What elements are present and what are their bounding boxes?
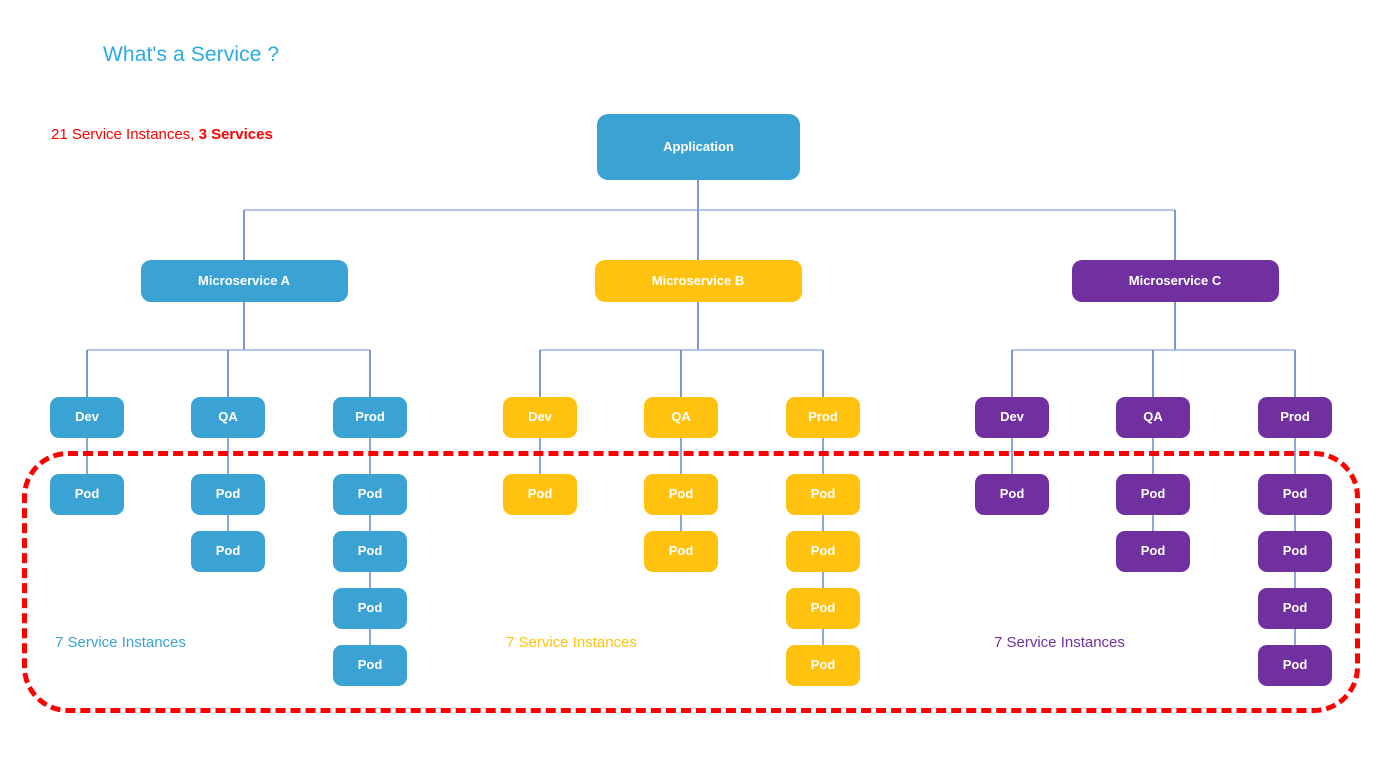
node-pod-a-prod-2[interactable]: Pod (333, 531, 407, 572)
node-pod-a-prod-1[interactable]: Pod (333, 474, 407, 515)
node-pod-a-prod-3-label: Pod (357, 600, 383, 616)
node-env-a-qa[interactable]: QA (191, 397, 265, 438)
node-application[interactable]: Application (597, 114, 800, 180)
summary-caption: 21 Service Instances, 3 Services (51, 126, 273, 143)
node-pod-a-qa-1-label: Pod (215, 486, 241, 502)
node-microservice-b[interactable]: Microservice B (594, 260, 802, 302)
node-pod-c-prod-3-label: Pod (1282, 600, 1308, 616)
node-pod-a-qa-1[interactable]: Pod (191, 474, 265, 515)
node-pod-b-qa-1[interactable]: Pod (644, 474, 718, 515)
node-pod-a-qa-2[interactable]: Pod (191, 531, 265, 572)
node-pod-c-qa-2[interactable]: Pod (1116, 531, 1190, 572)
node-pod-b-prod-2[interactable]: Pod (786, 531, 860, 572)
node-env-b-qa[interactable]: QA (644, 397, 718, 438)
node-pod-b-prod-4-label: Pod (810, 657, 836, 673)
node-env-a-dev-label: Dev (75, 409, 99, 425)
node-pod-c-dev-1[interactable]: Pod (975, 474, 1049, 515)
node-pod-c-prod-2-label: Pod (1282, 543, 1308, 559)
node-env-b-prod-label: Prod (808, 409, 838, 425)
node-pod-c-prod-2[interactable]: Pod (1258, 531, 1332, 572)
node-microservice-c-label: Microservice C (1128, 272, 1222, 288)
node-microservice-a[interactable]: Microservice A (140, 260, 348, 302)
node-env-c-dev[interactable]: Dev (975, 397, 1049, 438)
node-pod-c-prod-1-label: Pod (1282, 486, 1308, 502)
node-pod-b-prod-1[interactable]: Pod (786, 474, 860, 515)
node-pod-c-prod-4-label: Pod (1282, 657, 1308, 673)
node-pod-b-qa-2[interactable]: Pod (644, 531, 718, 572)
node-pod-a-dev-1-label: Pod (74, 486, 100, 502)
node-env-c-prod-label: Prod (1280, 409, 1310, 425)
node-pod-c-qa-1-label: Pod (1140, 486, 1166, 502)
node-env-c-qa[interactable]: QA (1116, 397, 1190, 438)
node-pod-a-qa-2-label: Pod (215, 543, 241, 559)
node-env-c-dev-label: Dev (1000, 409, 1024, 425)
node-pod-b-prod-4[interactable]: Pod (786, 645, 860, 686)
summary-prefix: 21 Service Instances, (51, 126, 199, 143)
node-microservice-c[interactable]: Microservice C (1071, 260, 1279, 302)
node-pod-a-prod-2-label: Pod (357, 543, 383, 559)
node-pod-a-prod-4[interactable]: Pod (333, 645, 407, 686)
node-pod-b-qa-2-label: Pod (668, 543, 694, 559)
instances-label-microservice-c: 7 Service Instances (994, 634, 1125, 651)
node-application-label: Application (663, 138, 734, 154)
node-pod-a-prod-1-label: Pod (357, 486, 383, 502)
node-pod-b-prod-2-label: Pod (810, 543, 836, 559)
instances-label-microservice-a: 7 Service Instances (55, 634, 186, 651)
node-env-b-dev[interactable]: Dev (503, 397, 577, 438)
node-pod-b-prod-3-label: Pod (810, 600, 836, 616)
node-env-a-qa-label: QA (218, 409, 238, 425)
node-microservice-a-label: Microservice A (197, 272, 290, 288)
node-pod-c-qa-1[interactable]: Pod (1116, 474, 1190, 515)
summary-emphasis: 3 Services (198, 126, 273, 143)
node-env-b-dev-label: Dev (528, 409, 552, 425)
node-pod-b-prod-1-label: Pod (810, 486, 836, 502)
node-pod-a-prod-4-label: Pod (357, 657, 383, 673)
node-pod-a-prod-3[interactable]: Pod (333, 588, 407, 629)
node-env-c-qa-label: QA (1143, 409, 1163, 425)
node-env-a-prod[interactable]: Prod (333, 397, 407, 438)
service-instances-highlight (22, 451, 1360, 713)
node-pod-b-dev-1-label: Pod (527, 486, 553, 502)
node-env-a-dev[interactable]: Dev (50, 397, 124, 438)
node-pod-b-qa-1-label: Pod (668, 486, 694, 502)
page-title: What's a Service ? (103, 43, 280, 66)
node-pod-c-prod-3[interactable]: Pod (1258, 588, 1332, 629)
node-env-b-prod[interactable]: Prod (786, 397, 860, 438)
node-env-c-prod[interactable]: Prod (1258, 397, 1332, 438)
node-microservice-b-label: Microservice B (651, 272, 745, 288)
node-env-a-prod-label: Prod (355, 409, 385, 425)
node-pod-b-prod-3[interactable]: Pod (786, 588, 860, 629)
node-pod-c-qa-2-label: Pod (1140, 543, 1166, 559)
node-env-b-qa-label: QA (671, 409, 691, 425)
node-pod-b-dev-1[interactable]: Pod (503, 474, 577, 515)
node-pod-c-dev-1-label: Pod (999, 486, 1025, 502)
instances-label-microservice-b: 7 Service Instances (506, 634, 637, 651)
